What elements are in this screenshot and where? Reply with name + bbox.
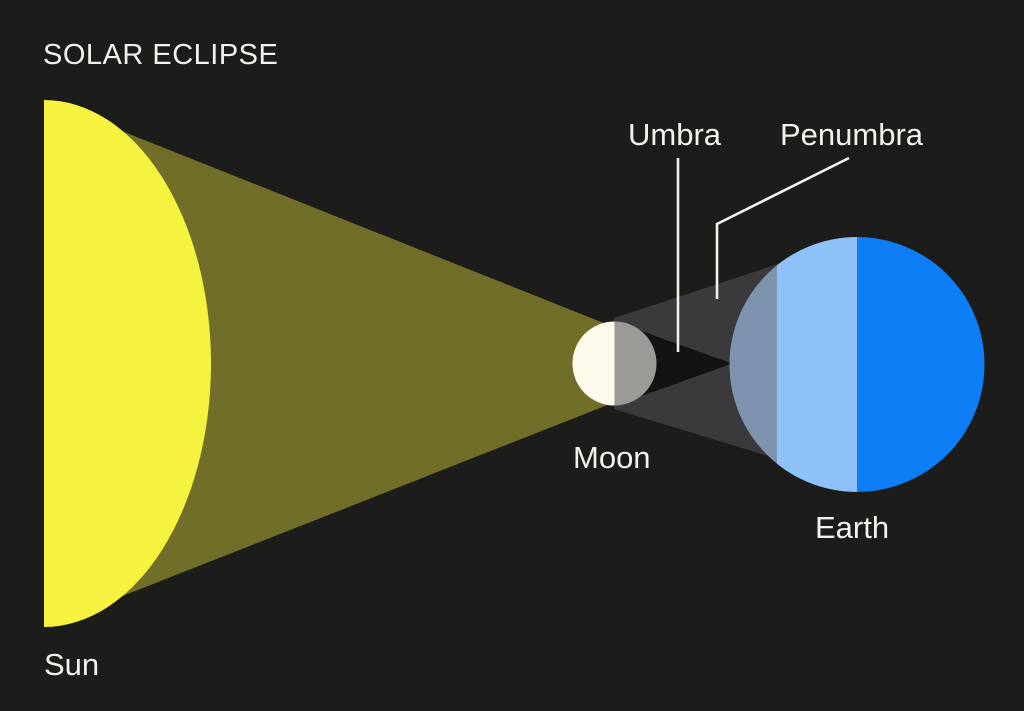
penumbra-leader-line — [715, 156, 850, 299]
earth-label: Earth — [815, 510, 890, 545]
sunlight-cone — [44, 100, 709, 627]
sun-shape — [44, 100, 211, 627]
moon-lit-half — [572, 321, 615, 406]
sun-label: Sun — [44, 647, 100, 682]
umbra-label: Umbra — [628, 117, 722, 152]
moon-label: Moon — [573, 440, 651, 475]
penumbra-label: Penumbra — [780, 117, 924, 152]
earth-twilight-band — [777, 237, 857, 492]
diagram-title: SOLAR ECLIPSE — [43, 39, 279, 71]
